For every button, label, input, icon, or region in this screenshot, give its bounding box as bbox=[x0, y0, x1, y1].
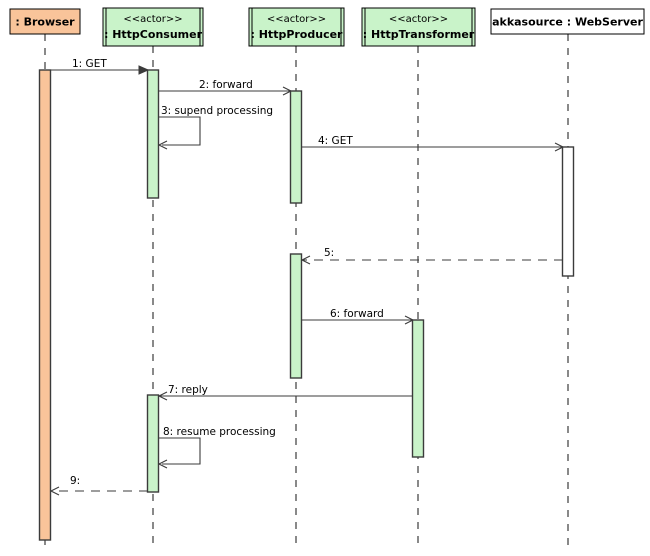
activation-bar-http-transformer[interactable] bbox=[411, 319, 425, 458]
message-label-msg-2: 2: forward bbox=[199, 79, 253, 91]
participant-box-http-producer[interactable] bbox=[248, 7, 345, 47]
participant-box-browser[interactable] bbox=[9, 8, 81, 35]
participant-header-web-server[interactable]: akkasource : WebServer bbox=[490, 8, 645, 35]
message-label-msg-4: 4: GET bbox=[318, 135, 353, 147]
participant-box-http-consumer[interactable] bbox=[102, 7, 204, 47]
activation-bar-http-producer[interactable] bbox=[289, 253, 303, 379]
activation-bar-http-consumer[interactable] bbox=[146, 69, 160, 199]
message-line-msg-3[interactable] bbox=[159, 116, 201, 146]
participant-header-http-producer[interactable]: <<actor>> : HttpProducer bbox=[248, 7, 345, 47]
arrow-head-filled-icon bbox=[138, 65, 150, 75]
participant-label-http-consumer: : HttpConsumer bbox=[104, 28, 203, 41]
arrow-head-open-icon bbox=[300, 255, 311, 265]
activation-bar-browser[interactable] bbox=[38, 69, 52, 541]
participant-stereotype-http-consumer: <<actor>> bbox=[123, 14, 182, 25]
arrow-head-open-icon bbox=[157, 391, 168, 401]
participant-label-http-transformer: : HttpTransformer bbox=[363, 28, 475, 41]
message-label-msg-9: 9: bbox=[70, 475, 80, 487]
activation-bar-http-producer[interactable] bbox=[289, 90, 303, 204]
message-label-msg-7: 7: reply bbox=[168, 384, 208, 396]
message-label-msg-3: 3: supend processing bbox=[161, 105, 273, 117]
message-label-msg-6: 6: forward bbox=[330, 308, 384, 320]
arrow-head-open-icon bbox=[282, 86, 293, 96]
participant-stereotype-http-transformer: <<actor>> bbox=[389, 14, 448, 25]
activation-bar-web-server[interactable] bbox=[561, 146, 575, 277]
activation-bar-http-consumer[interactable] bbox=[146, 394, 160, 493]
participant-label-browser: : Browser bbox=[15, 16, 75, 29]
message-line-msg-8[interactable] bbox=[159, 437, 201, 465]
participant-label-http-producer: : HttpProducer bbox=[251, 28, 344, 41]
message-label-msg-8: 8: resume processing bbox=[163, 426, 276, 438]
arrow-head-open-icon bbox=[157, 459, 168, 469]
participant-header-browser[interactable]: : Browser bbox=[9, 8, 81, 35]
participant-stereotype-http-producer: <<actor>> bbox=[267, 14, 326, 25]
arrow-head-open-icon bbox=[49, 486, 60, 496]
arrow-head-open-icon bbox=[554, 142, 565, 152]
participant-box-web-server[interactable] bbox=[490, 8, 645, 35]
arrow-head-open-icon bbox=[157, 140, 168, 150]
message-label-msg-5: 5: bbox=[324, 247, 334, 259]
participant-box-http-transformer[interactable] bbox=[361, 7, 476, 47]
participant-label-web-server: akkasource : WebServer bbox=[492, 16, 643, 29]
participant-header-http-transformer[interactable]: <<actor>> : HttpTransformer bbox=[361, 7, 476, 47]
participant-header-http-consumer[interactable]: <<actor>> : HttpConsumer bbox=[102, 7, 204, 47]
arrow-head-open-icon bbox=[404, 315, 415, 325]
message-label-msg-1: 1: GET bbox=[72, 58, 107, 70]
